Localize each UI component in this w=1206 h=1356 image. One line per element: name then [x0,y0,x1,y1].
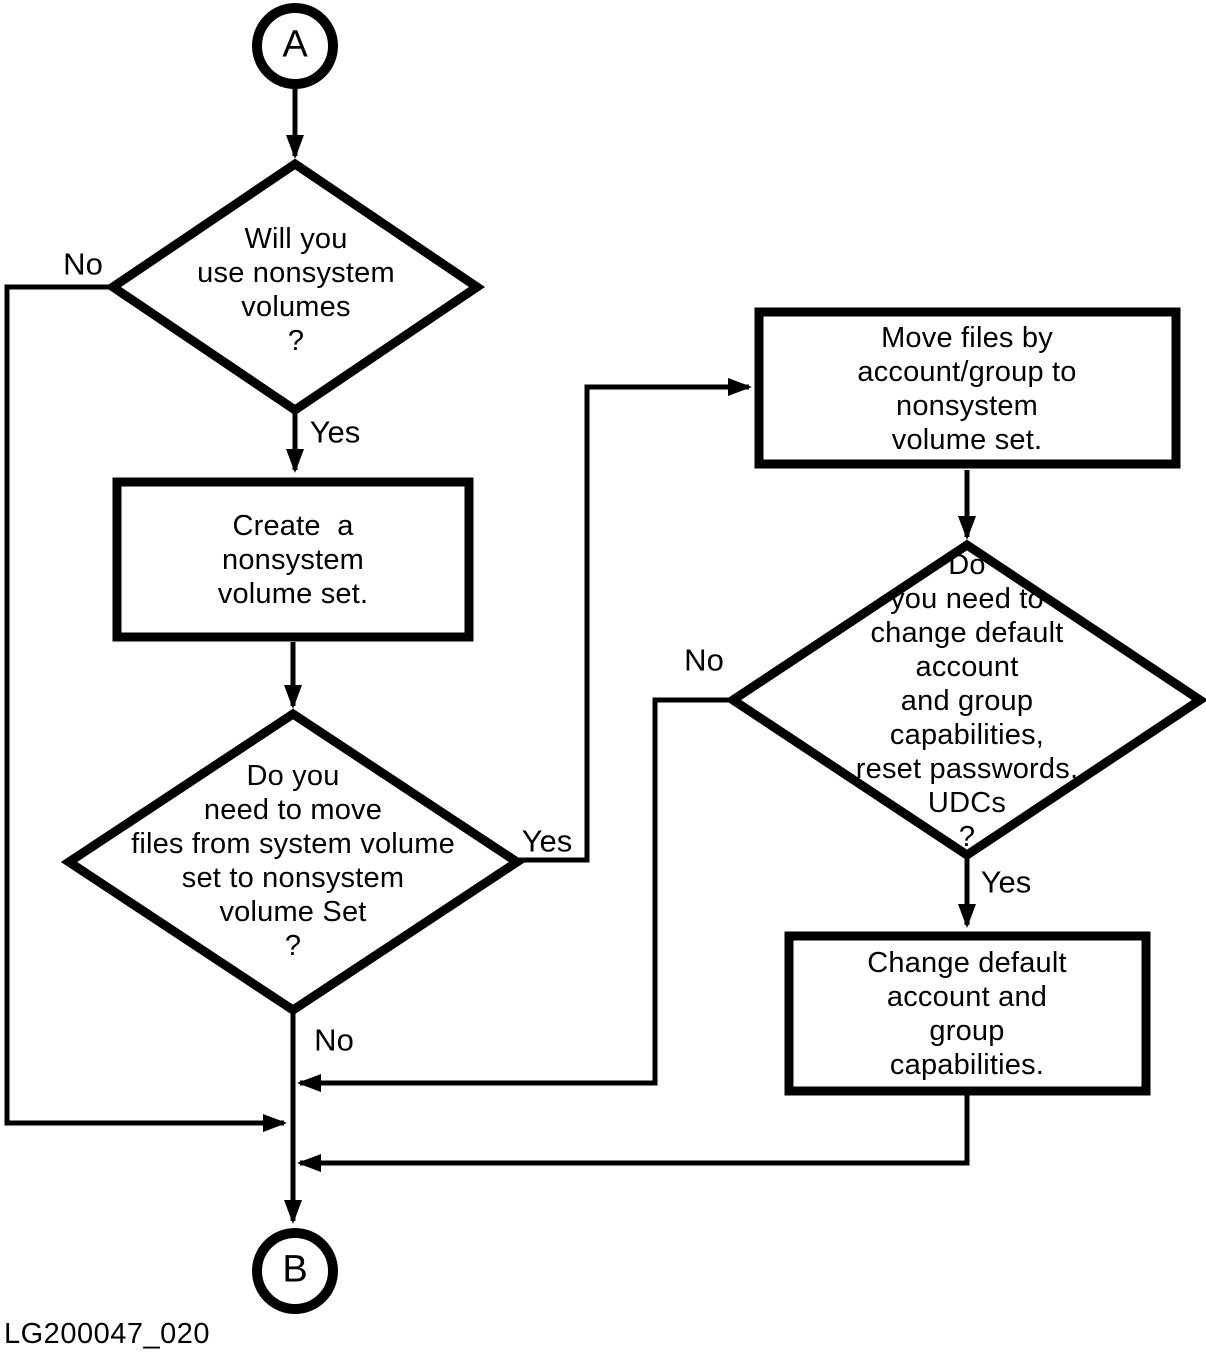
edge-decision2-yes [519,378,752,863]
decision1-text: Will you use nonsystem volumes ? [197,223,395,357]
process3-text: Change default account and group capabil… [867,947,1067,1081]
edge-label-decision3-no: No [684,642,724,678]
decision2-text: Do you need to move files from system vo… [131,760,455,962]
edge-label-decision2-yes: Yes [521,823,573,859]
edge-label-decision1-yes: Yes [309,414,361,450]
figure-caption: LG200047_020 [4,1318,210,1350]
connector-circle-b [252,1228,338,1314]
decision-diamond-use-nonsystem [104,158,486,416]
connector-b-label: B [282,1248,308,1291]
process2-text: Move files by account/group to nonsystem… [857,322,1077,456]
connector-circle-a [252,3,338,89]
decision-diamond-change-defaults [724,539,1206,861]
edge-label-decision3-yes: Yes [980,864,1032,900]
edge-label-decision2-no: No [314,1022,354,1058]
process-box-change-defaults [784,931,1151,1096]
process1-text: Create a nonsystem volume set. [217,510,369,610]
edge-label-decision1-no: No [63,246,103,282]
process-box-create-volume-set [112,477,474,642]
connector-a-label: A [282,23,308,66]
decision-diamond-move-files [60,708,526,1016]
process-box-move-files [754,307,1181,469]
edge-process3-to-merge [297,1093,970,1172]
edge-decision1-no [4,284,287,1132]
edge-decision3-no [297,697,731,1092]
decision3-text: Do you need to change default account an… [855,549,1079,853]
